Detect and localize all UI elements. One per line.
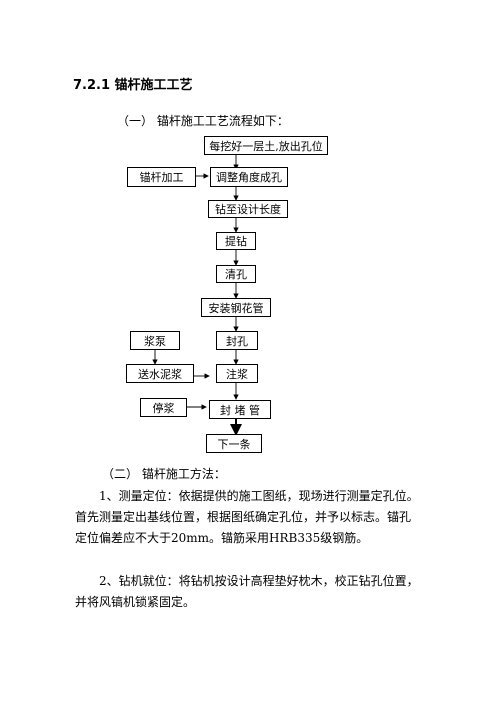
flow-box-pump: 浆泵 xyxy=(130,331,180,350)
flow-box-plug: 封 堵 管 xyxy=(209,400,271,419)
flow-box-drill: 钻至设计长度 xyxy=(208,200,288,218)
flow-box-clean: 清孔 xyxy=(216,265,256,283)
section-title: 7.2.1 锚杆施工工艺 xyxy=(73,78,193,93)
flow-intro: （一） 锚杆施工工艺流程如下： xyxy=(117,114,289,128)
method-title: （二） 锚杆施工方法： xyxy=(102,467,226,481)
flow-box-grout: 注浆 xyxy=(216,364,258,383)
flow-box-lift: 提钻 xyxy=(216,232,256,250)
flow-box-stop: 停浆 xyxy=(140,398,187,417)
flow-box-adjust: 调整角度成孔 xyxy=(210,167,288,187)
flow-box-dig: 每挖好一层土,放出孔位 xyxy=(204,136,328,155)
flow-box-send: 送水泥浆 xyxy=(126,364,194,383)
paragraph-1: 1、测量定位：依据提供的施工图纸，现场进行测量定孔位。首先测量定出基线位置，根据… xyxy=(75,489,419,545)
flow-box-seal: 封孔 xyxy=(216,331,258,350)
flow-box-process: 锚杆加工 xyxy=(127,167,196,187)
paragraph-2: 2、钻机就位：将钻机按设计高程垫好枕木，校正钻孔位置，并将风镐机锁紧固定。 xyxy=(75,574,419,609)
flow-box-install: 安装钢花管 xyxy=(201,298,271,317)
flow-box-next: 下一条 xyxy=(206,434,262,453)
